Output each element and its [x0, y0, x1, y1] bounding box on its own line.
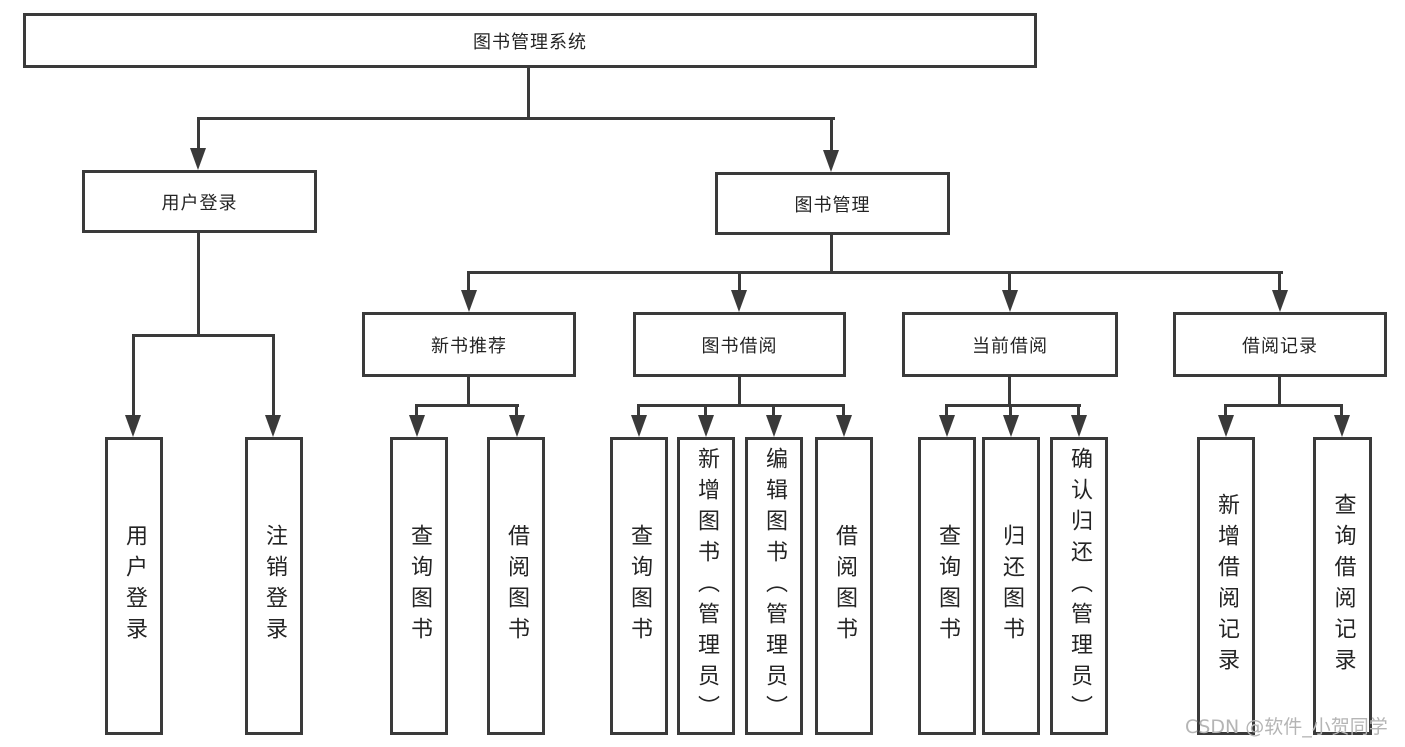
node-label: 新书推荐: [431, 335, 507, 357]
connector-line: [132, 334, 275, 337]
connector-line: [1278, 271, 1281, 292]
connector-line: [1008, 377, 1011, 407]
arrow-down-icon: [698, 415, 714, 437]
connector-line: [132, 334, 135, 417]
arrow-down-icon: [1003, 415, 1019, 437]
connector-line: [945, 404, 1081, 407]
node-label: 用户登录: [122, 524, 147, 648]
node-label: 查询图书: [407, 524, 432, 648]
connector-line: [467, 377, 470, 407]
arrow-down-icon: [190, 148, 206, 170]
connector-line: [415, 404, 418, 417]
connector-line: [637, 404, 845, 407]
node-label: 新增图书（管理员）: [694, 446, 719, 726]
connector-line: [1224, 404, 1227, 417]
arrow-down-icon: [939, 415, 955, 437]
node-label: 确认归还（管理员）: [1067, 446, 1092, 726]
node-book-borrow: 图书借阅: [633, 312, 846, 377]
arrow-down-icon: [461, 290, 477, 312]
connector-line: [197, 117, 835, 120]
node-label: 注销登录: [262, 524, 287, 648]
connector-line: [515, 404, 518, 417]
arrow-down-icon: [1218, 415, 1234, 437]
connector-line: [1340, 404, 1343, 417]
arrow-down-icon: [265, 415, 281, 437]
connector-line: [830, 117, 833, 152]
connector-line: [467, 271, 1283, 274]
connector-line: [637, 404, 640, 417]
node-user-login: 用户登录: [105, 437, 163, 735]
node-cb-query-books: 查询图书: [918, 437, 976, 735]
node-root-label: 图书管理系统: [473, 31, 587, 53]
node-user-login-group: 用户登录: [82, 170, 317, 233]
connector-line: [197, 117, 200, 150]
connector-line: [772, 404, 775, 417]
node-borrow-records: 借阅记录: [1173, 312, 1387, 377]
connector-line: [1077, 404, 1080, 417]
connector-line: [527, 68, 530, 119]
node-root: 图书管理系统: [23, 13, 1037, 68]
connector-line: [738, 271, 741, 292]
connector-line: [1008, 271, 1011, 292]
connector-line: [272, 334, 275, 417]
node-label: 查询图书: [627, 524, 652, 648]
node-label: 归还图书: [999, 524, 1024, 648]
connector-line: [830, 235, 833, 274]
node-bb-query-books: 查询图书: [610, 437, 668, 735]
node-bb-edit-books: 编辑图书（管理员）: [745, 437, 803, 735]
node-cb-confirm-return: 确认归还（管理员）: [1050, 437, 1108, 735]
node-bb-add-books: 新增图书（管理员）: [677, 437, 735, 735]
node-label: 图书借阅: [701, 335, 778, 357]
node-label: 新增借阅记录: [1214, 493, 1239, 679]
node-label: 借阅图书: [832, 524, 857, 648]
arrow-down-icon: [1272, 290, 1288, 312]
connector-line: [738, 377, 741, 407]
node-book-mgmt-group: 图书管理: [715, 172, 950, 235]
arrow-down-icon: [823, 150, 839, 172]
node-label: 编辑图书（管理员）: [762, 446, 787, 726]
node-label: 查询图书: [935, 524, 960, 648]
connector-line: [1278, 377, 1281, 407]
node-logout: 注销登录: [245, 437, 303, 735]
node-br-query-record: 查询借阅记录: [1313, 437, 1372, 735]
connector-line: [1224, 404, 1343, 407]
connector-line: [197, 233, 200, 337]
arrow-down-icon: [1002, 290, 1018, 312]
node-label: 用户登录: [161, 192, 238, 214]
arrow-down-icon: [836, 415, 852, 437]
connector-line: [842, 404, 845, 417]
connector-line: [467, 271, 470, 292]
node-nbr-borrow-books: 借阅图书: [487, 437, 545, 735]
node-bb-borrow-books: 借阅图书: [815, 437, 873, 735]
arrow-down-icon: [631, 415, 647, 437]
connector-line: [945, 404, 948, 417]
node-label: 查询借阅记录: [1330, 493, 1356, 679]
arrow-down-icon: [766, 415, 782, 437]
arrow-down-icon: [1071, 415, 1087, 437]
node-label: 借阅记录: [1242, 335, 1318, 357]
connector-line: [1009, 404, 1012, 417]
node-label: 当前借阅: [972, 335, 1048, 357]
arrow-down-icon: [731, 290, 747, 312]
node-current-borrow: 当前借阅: [902, 312, 1118, 377]
connector-line: [704, 404, 707, 417]
node-new-book-rec: 新书推荐: [362, 312, 576, 377]
node-label: 图书管理: [794, 194, 871, 216]
node-cb-return-books: 归还图书: [982, 437, 1040, 735]
node-nbr-query-books: 查询图书: [390, 437, 448, 735]
watermark: CSDN @软件_小贺同学: [1185, 716, 1388, 738]
arrow-down-icon: [409, 415, 425, 437]
node-label: 借阅图书: [504, 524, 529, 648]
node-br-add-record: 新增借阅记录: [1197, 437, 1255, 735]
arrow-down-icon: [1334, 415, 1350, 437]
arrow-down-icon: [125, 415, 141, 437]
arrow-down-icon: [509, 415, 525, 437]
connector-line: [415, 404, 519, 407]
